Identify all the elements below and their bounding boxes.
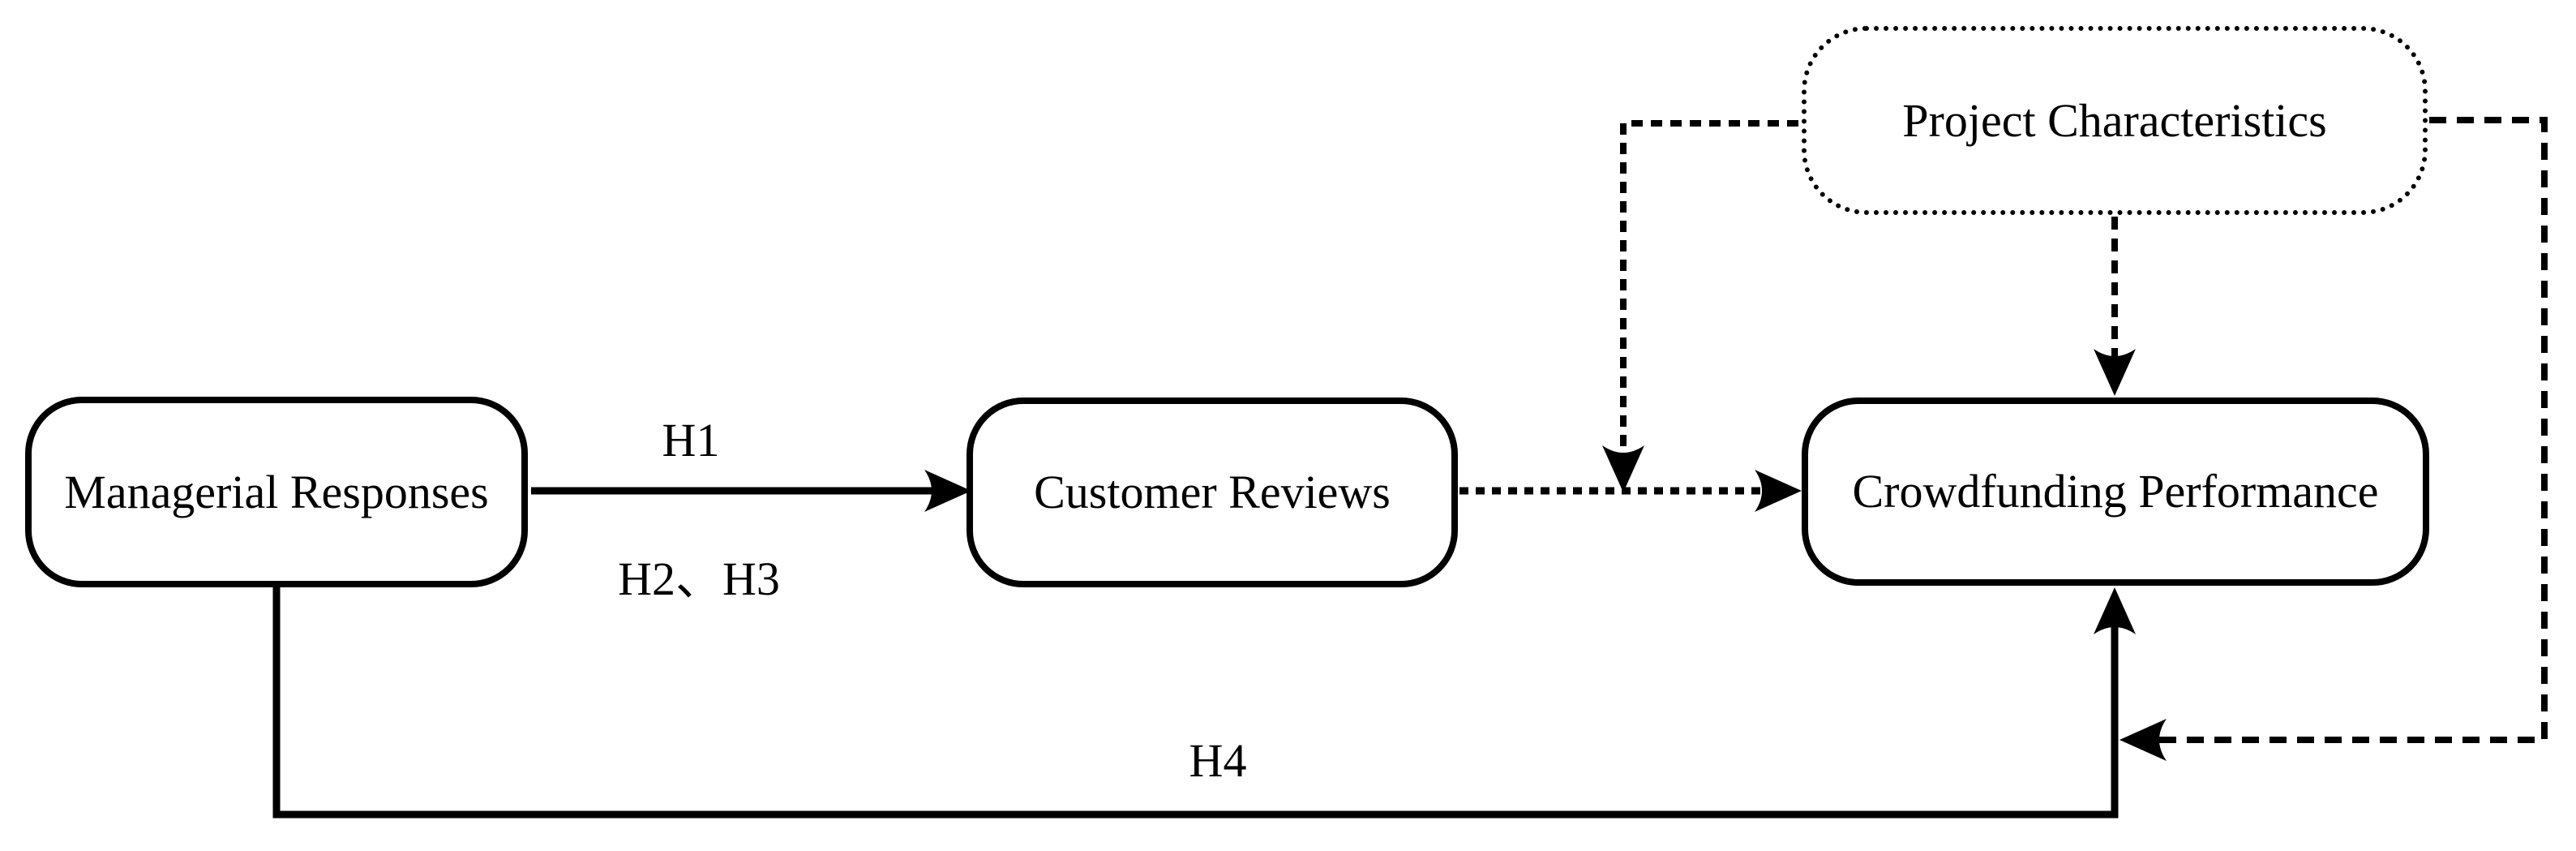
edge-label-h1: H1 xyxy=(662,414,720,466)
moderation-right-line xyxy=(2157,117,2548,743)
edge-label-h4: H4 xyxy=(1189,734,1247,787)
node-customer-reviews: Customer Reviews xyxy=(967,398,1458,587)
h1-arrowhead xyxy=(924,470,971,512)
node-project-characteristics: Project Characteristics xyxy=(1802,26,2428,215)
node-crowdfunding-performance: Crowdfunding Performance xyxy=(1802,398,2429,586)
moderation-left-arrowhead xyxy=(1602,445,1644,492)
node-crowdfunding-performance-label: Crowdfunding Performance xyxy=(1852,465,2379,518)
moderation-right-arrowhead xyxy=(2120,719,2167,761)
reviews-to-performance-arrowhead xyxy=(1755,470,1802,512)
moderation-left-line xyxy=(1620,120,1798,454)
h4-arrowhead xyxy=(2094,587,2136,634)
moderation-center-arrowhead xyxy=(2094,349,2136,396)
node-project-characteristics-label: Project Characteristics xyxy=(1902,93,2327,147)
node-managerial-responses-label: Managerial Responses xyxy=(64,465,489,518)
node-managerial-responses: Managerial Responses xyxy=(25,397,528,587)
h4-arrow-line xyxy=(272,587,2119,819)
node-customer-reviews-label: Customer Reviews xyxy=(1034,466,1391,518)
edge-label-h2-h3: H2、H3 xyxy=(618,552,780,605)
